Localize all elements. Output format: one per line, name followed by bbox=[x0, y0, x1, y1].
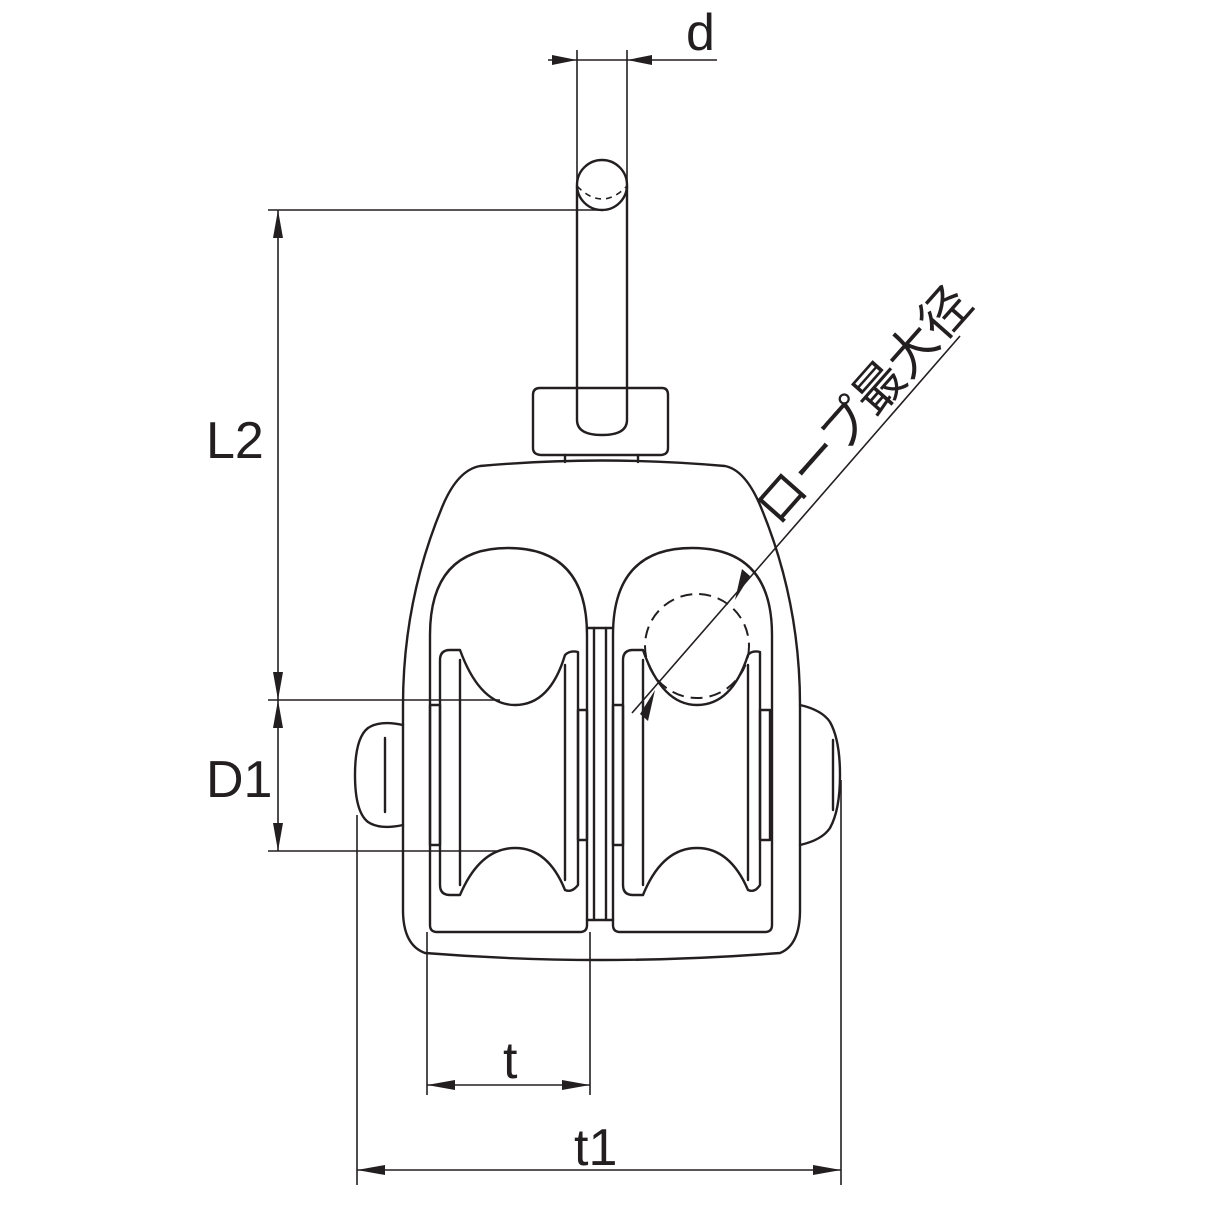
label-L2: L2 bbox=[206, 412, 264, 470]
center-divider bbox=[585, 626, 615, 922]
right-sheave-window bbox=[611, 546, 774, 934]
label-rope-max-diameter: ロープ最大径 bbox=[744, 275, 984, 536]
rope-outline bbox=[644, 593, 750, 699]
dimension-t: t bbox=[426, 932, 591, 1095]
dimension-d: d bbox=[548, 4, 717, 186]
label-t1: t1 bbox=[574, 1119, 617, 1177]
left-sheave bbox=[428, 648, 589, 897]
label-D1: D1 bbox=[206, 751, 272, 809]
dimension-t1: t1 bbox=[356, 780, 842, 1185]
label-t: t bbox=[503, 1032, 518, 1090]
label-d: d bbox=[686, 4, 715, 62]
swivel-collar bbox=[531, 386, 670, 464]
rope-diameter-leader: ロープ最大径 bbox=[631, 275, 984, 721]
block-housing bbox=[353, 459, 842, 962]
eye-bolt bbox=[575, 158, 629, 437]
dimension-L2: L2 bbox=[206, 209, 602, 701]
right-sheave bbox=[611, 648, 772, 897]
left-sheave-window bbox=[428, 546, 589, 934]
dimension-D1: D1 bbox=[206, 700, 500, 852]
